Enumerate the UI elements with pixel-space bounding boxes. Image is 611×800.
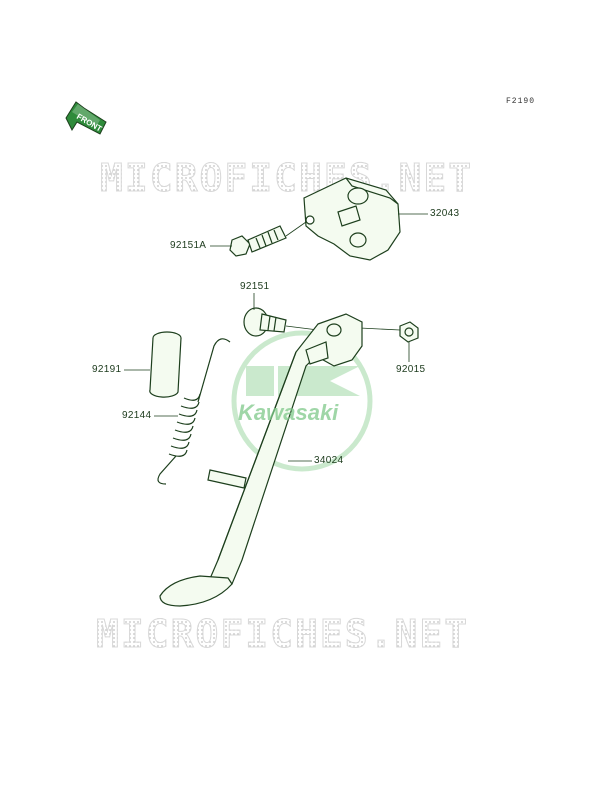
- part-label-92191: 92191: [92, 364, 122, 375]
- front-arrow-icon: [65, 101, 107, 135]
- part-label-92151: 92151: [240, 281, 270, 292]
- part-label-32043: 32043: [430, 208, 460, 219]
- spring-92144: [157, 338, 231, 485]
- nut-92015: [359, 321, 419, 343]
- side-stand-34024: [159, 313, 363, 607]
- watermark-bottom: MICROFICHES.NET: [95, 612, 470, 657]
- watermark-top: MICROFICHES.NET: [99, 156, 474, 201]
- brand-text: Kawasaki: [238, 400, 339, 425]
- part-label-34024: 34024: [314, 455, 344, 466]
- part-label-92015: 92015: [396, 364, 426, 375]
- part-label-92144: 92144: [122, 410, 152, 421]
- figure-id: F2190: [506, 97, 536, 106]
- leader-lines: [124, 213, 428, 462]
- bracket-32043: [303, 177, 401, 261]
- part-label-92151a: 92151A: [170, 240, 207, 251]
- bolt-92151a: [229, 221, 307, 257]
- bolt-92151: [243, 307, 319, 337]
- sleeve-92191: [149, 331, 182, 398]
